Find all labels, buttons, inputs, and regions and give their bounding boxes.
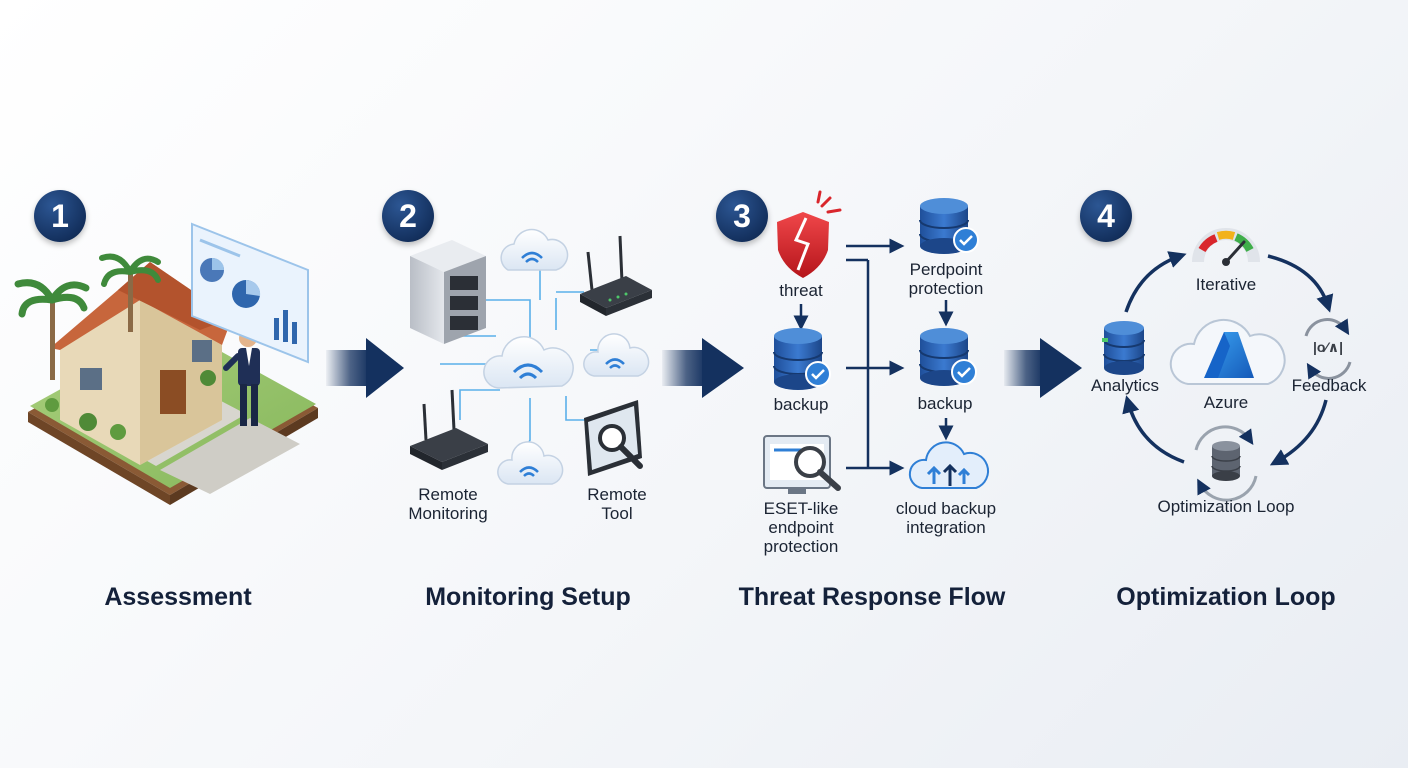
feedback-icon-text: |o⁄∧| xyxy=(1312,339,1344,355)
backup-database-right xyxy=(919,328,977,386)
analytics-label: Analytics xyxy=(1090,376,1160,395)
azure-cloud-icon xyxy=(1169,318,1286,385)
cloud-node-center xyxy=(483,336,574,389)
stage-title-threat-response: Threat Response Flow xyxy=(738,583,1006,611)
stage-arrow-2 xyxy=(662,338,744,398)
step-badge-4: 4 xyxy=(1080,190,1132,242)
azure-label: Azure xyxy=(1203,393,1249,412)
remote-monitoring-label: Remote Monitoring xyxy=(408,485,488,523)
threat-flow-lines xyxy=(793,238,954,476)
stage-title-assessment: Assessment xyxy=(104,583,252,611)
step-badge-1: 1 xyxy=(34,190,86,242)
stage-arrow-3 xyxy=(1004,338,1082,398)
endpoint-protection-label: ESET-like endpoint protection xyxy=(763,499,839,556)
gauge-icon xyxy=(1192,228,1260,266)
endpoint-monitor-icon xyxy=(763,435,841,494)
analytics-server-icon xyxy=(1102,321,1145,375)
feedback-cycle-icon xyxy=(1304,318,1352,380)
iterative-label: Iterative xyxy=(1195,275,1257,294)
server-rack xyxy=(410,240,486,344)
remote-tool-monitor xyxy=(584,400,643,476)
remote-tool-label: Remote Tool xyxy=(587,485,647,523)
router-bottom xyxy=(410,389,488,470)
backup-right-label: backup xyxy=(917,394,973,413)
stage-title-optimization-loop: Optimization Loop xyxy=(1116,583,1336,611)
threat-shield-icon xyxy=(777,190,842,278)
optimization-database-icon xyxy=(1194,425,1258,502)
feedback-label: Feedback xyxy=(1291,376,1367,395)
cloud-node-right xyxy=(583,333,650,377)
optimization-loop-label: Optimization Loop xyxy=(1157,497,1295,516)
step-badge-2: 2 xyxy=(382,190,434,242)
assessment-illustration xyxy=(14,222,318,505)
threat-label: threat xyxy=(779,281,823,300)
stage-title-monitoring-setup: Monitoring Setup xyxy=(425,583,631,611)
perdpoint-database-icon xyxy=(919,198,979,254)
cloud-node-top xyxy=(500,228,569,271)
step-badge-3: 3 xyxy=(716,190,768,242)
perdpoint-protection-label: Perdpoint protection xyxy=(908,260,984,298)
backup-left-label: backup xyxy=(773,395,829,414)
stage-arrow-1 xyxy=(326,338,404,398)
cloud-node-bottom xyxy=(497,441,564,485)
cloud-backup-label: cloud backup integration xyxy=(895,499,997,537)
router-top xyxy=(580,235,652,316)
loop-arrows xyxy=(1122,251,1334,466)
cloud-backup-icon xyxy=(908,441,989,489)
backup-database-left xyxy=(773,328,831,390)
